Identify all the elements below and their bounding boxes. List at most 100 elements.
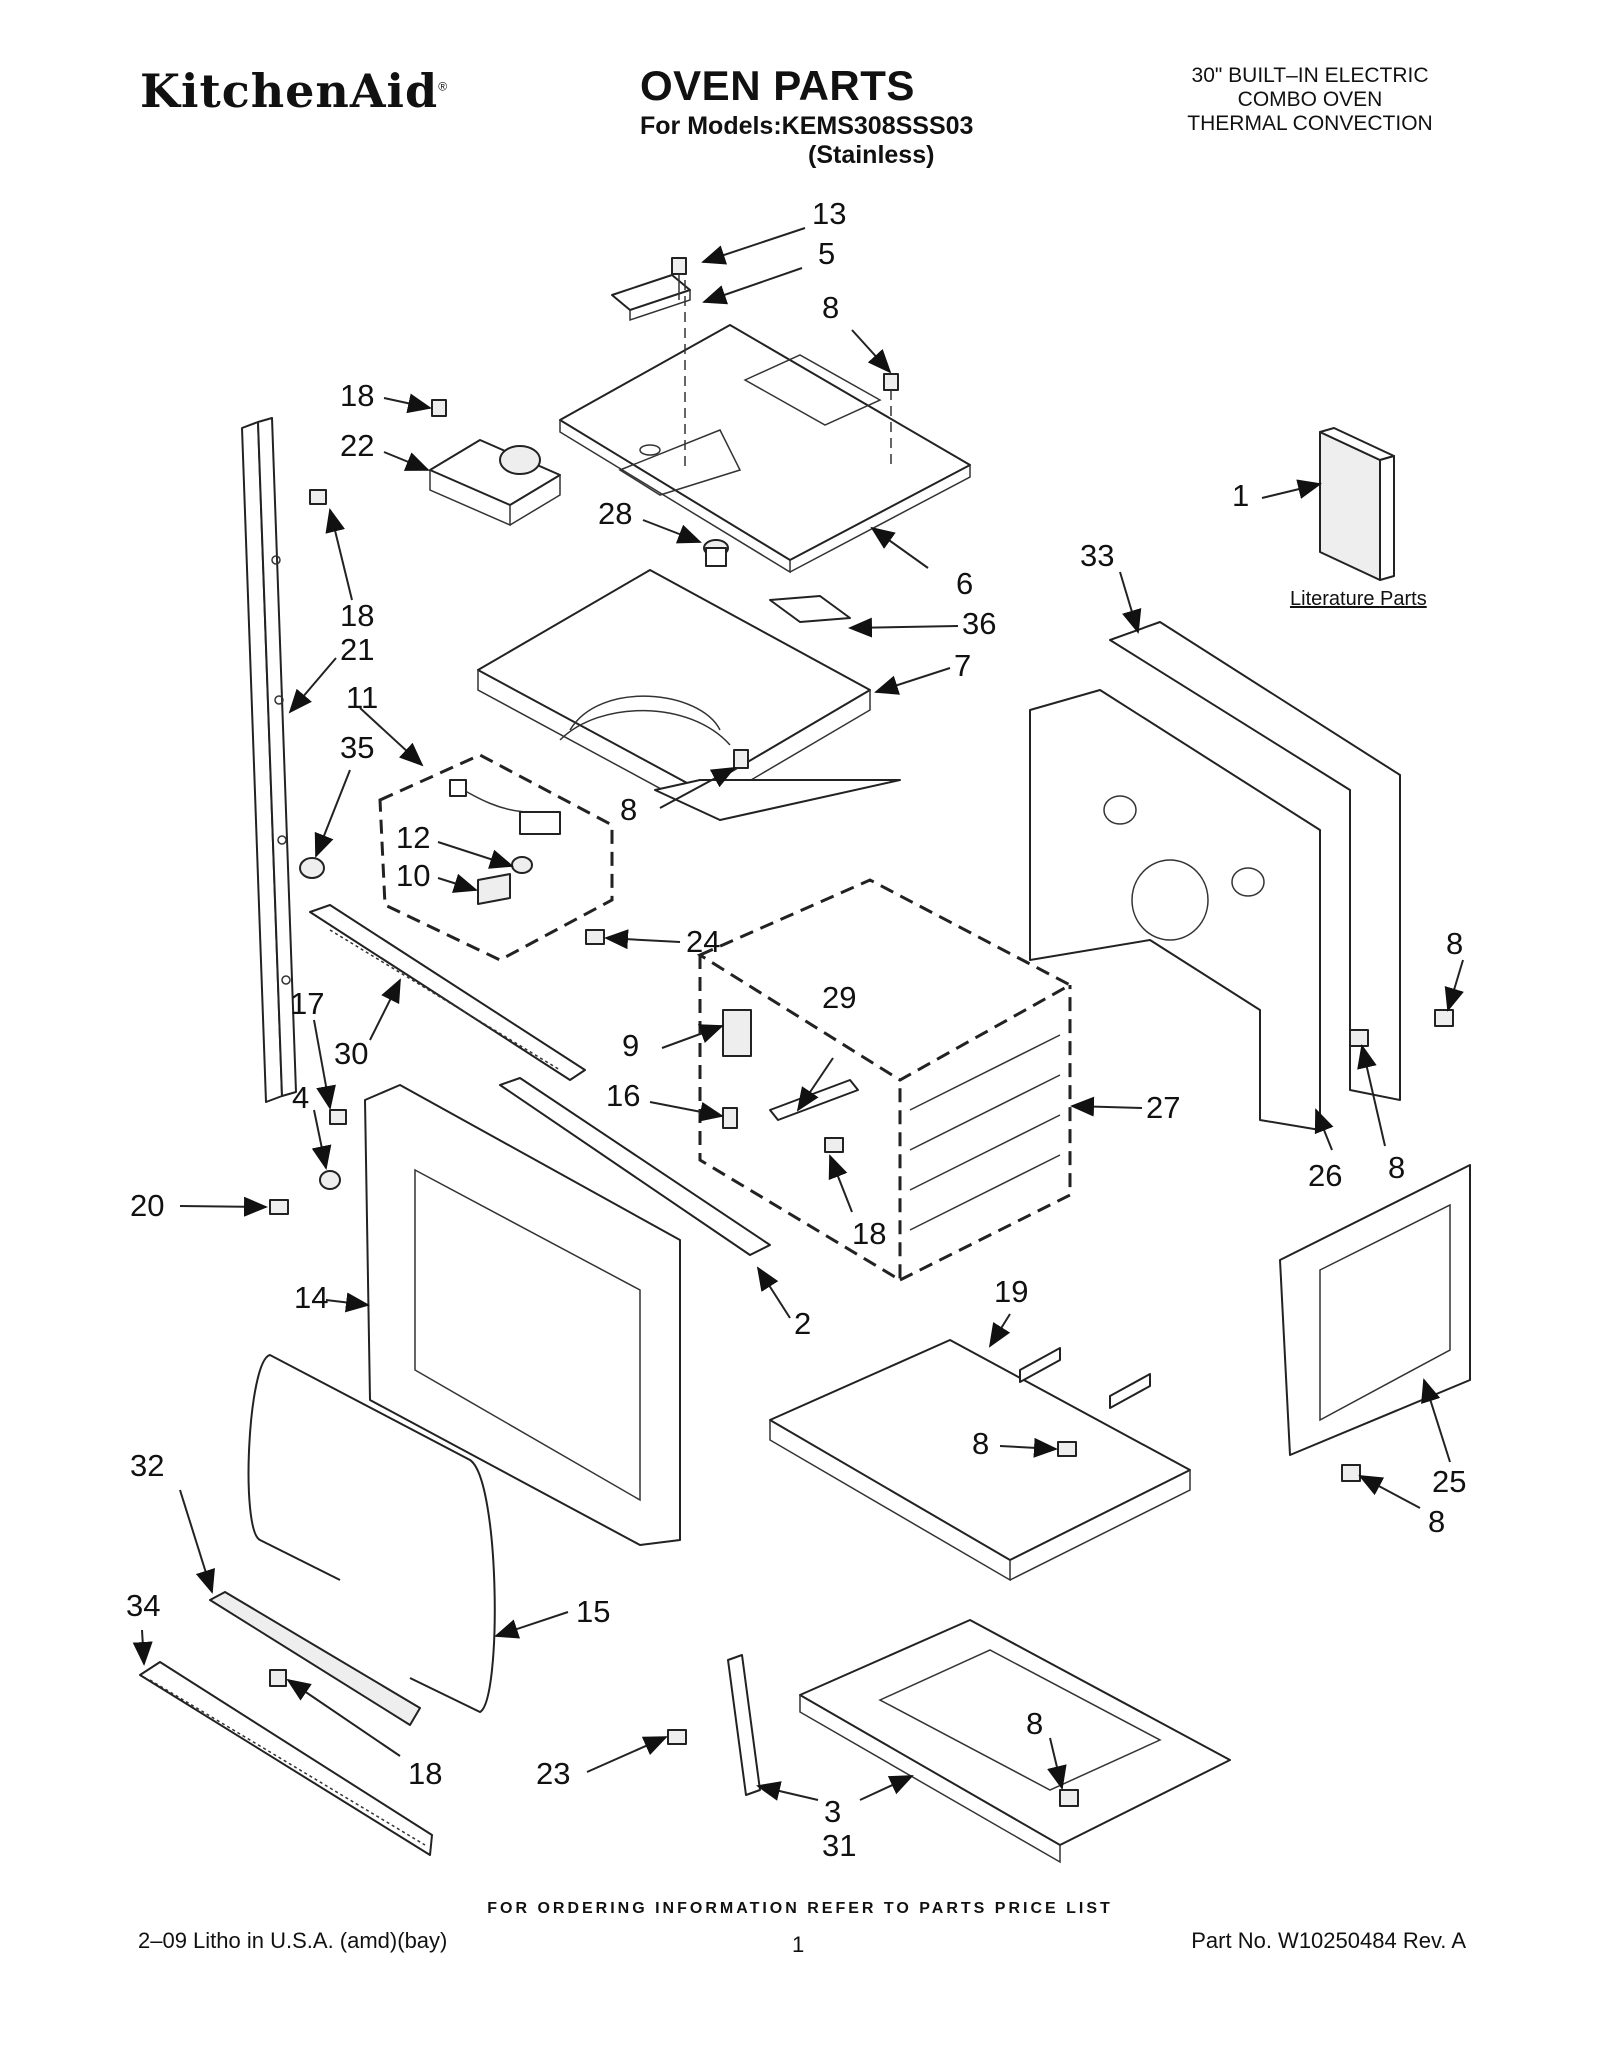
toe-kick-vent-part xyxy=(139,1661,433,1856)
callout-20: 20 xyxy=(130,1188,164,1223)
trim-strip-part xyxy=(499,1077,771,1256)
rear-cover-part xyxy=(1279,1164,1471,1456)
model-number: For Models:KEMS308SSS03 xyxy=(640,112,974,140)
callout-8: 8 xyxy=(1388,1150,1405,1185)
callout-30: 30 xyxy=(334,1036,368,1071)
callout-8: 8 xyxy=(1428,1504,1445,1539)
product-line-2: COMBO OVEN xyxy=(1237,88,1383,111)
literature-parts-label: Literature Parts xyxy=(1290,588,1427,610)
page-title: OVEN PARTS xyxy=(640,62,915,109)
mounting-bracket-part xyxy=(727,1654,761,1796)
callout-10: 10 xyxy=(396,858,430,893)
callout-24: 24 xyxy=(686,924,720,959)
screw-part xyxy=(667,1729,687,1745)
callout-16: 16 xyxy=(606,1078,640,1113)
callout-29: 29 xyxy=(822,980,856,1015)
screw-part xyxy=(269,1199,289,1215)
light-assembly-group xyxy=(378,753,614,962)
motor-bracket-part xyxy=(429,439,561,527)
side-trim-part xyxy=(241,417,297,1103)
oven-cavity-part xyxy=(696,878,1074,1283)
callout-19: 19 xyxy=(994,1274,1028,1309)
callout-15: 15 xyxy=(576,1594,610,1629)
callout-27: 27 xyxy=(1146,1090,1180,1125)
callout-34: 34 xyxy=(126,1588,160,1623)
callout-17: 17 xyxy=(290,986,324,1021)
callout-13: 13 xyxy=(812,196,846,231)
vent-grille-part xyxy=(309,904,586,1081)
part-number: Part No. W10250484 Rev. A xyxy=(1191,1928,1466,1953)
screw-part xyxy=(671,257,687,470)
screw-part xyxy=(883,373,899,470)
rear-panel-part xyxy=(1029,621,1401,1131)
callout-21: 21 xyxy=(340,632,374,667)
callout-numbers: 13 5 8 18 22 1 28 6 33 18 36 21 7 11 35 … xyxy=(126,196,1466,1863)
bracket-strip-part xyxy=(769,595,851,623)
callout-9: 9 xyxy=(622,1028,639,1063)
screw-part xyxy=(1349,1029,1369,1047)
callout-6: 6 xyxy=(956,566,973,601)
callout-8: 8 xyxy=(620,792,637,827)
thermal-sensor-part xyxy=(703,539,729,567)
screw-part xyxy=(309,489,327,505)
screw-part xyxy=(1057,1441,1077,1457)
callout-4: 4 xyxy=(292,1080,309,1115)
print-info: 2–09 Litho in U.S.A. (amd)(bay) xyxy=(138,1928,448,1953)
page-number: 1 xyxy=(792,1932,805,1957)
product-line-1: 30" BUILT–IN ELECTRIC xyxy=(1191,64,1429,87)
callout-18: 18 xyxy=(340,598,374,633)
callout-2: 2 xyxy=(794,1306,811,1341)
product-description: 30" BUILT–IN ELECTRIC COMBO OVEN THERMAL… xyxy=(1130,64,1490,136)
callout-28: 28 xyxy=(598,496,632,531)
callout-26: 26 xyxy=(1308,1158,1342,1193)
callout-23: 23 xyxy=(536,1756,570,1791)
screw-part xyxy=(1341,1464,1361,1482)
screw-part xyxy=(733,749,749,769)
callout-35: 35 xyxy=(340,730,374,765)
callout-8: 8 xyxy=(972,1426,989,1461)
callout-8: 8 xyxy=(822,290,839,325)
trim-strip-part xyxy=(209,1591,421,1726)
element-part xyxy=(722,1009,752,1057)
brand-logo: KitchenAid® xyxy=(140,64,448,118)
bottom-tray-part xyxy=(799,1619,1231,1864)
callout-31: 31 xyxy=(822,1828,856,1863)
callout-11: 11 xyxy=(346,680,378,715)
callout-8: 8 xyxy=(1026,1706,1043,1741)
callout-14: 14 xyxy=(294,1280,328,1315)
screw-part xyxy=(824,1137,844,1153)
screw-part xyxy=(431,399,447,417)
screw-part xyxy=(269,1669,287,1687)
front-frame-part xyxy=(364,1084,681,1546)
callout-12: 12 xyxy=(396,820,430,855)
screw-part xyxy=(1059,1789,1079,1807)
callout-18: 18 xyxy=(408,1756,442,1791)
callout-25: 25 xyxy=(1432,1464,1466,1499)
callout-leaders xyxy=(132,227,1464,1801)
callout-22: 22 xyxy=(340,428,374,463)
callout-33: 33 xyxy=(1080,538,1114,573)
screw-part xyxy=(329,1109,347,1125)
bottom-cover-part xyxy=(769,1339,1191,1582)
literature-booklet-part xyxy=(1319,427,1395,581)
registered-mark: ® xyxy=(438,79,449,94)
callout-18: 18 xyxy=(340,378,374,413)
grommet-part xyxy=(299,857,325,879)
callout-7: 7 xyxy=(954,648,971,683)
callout-18: 18 xyxy=(852,1216,886,1251)
callout-8: 8 xyxy=(1446,926,1463,961)
screw-part xyxy=(585,929,605,945)
door-gasket-part xyxy=(247,1353,496,1714)
callout-36: 36 xyxy=(962,606,996,641)
screw-part xyxy=(722,1107,738,1129)
brand-name: KitchenAid xyxy=(140,64,439,118)
washer-part xyxy=(319,1170,341,1190)
top-panel-part xyxy=(559,324,971,574)
callout-5: 5 xyxy=(818,236,835,271)
product-line-3: THERMAL CONVECTION xyxy=(1187,112,1433,135)
screw-part xyxy=(1434,1009,1454,1027)
trim-strip-part xyxy=(654,779,901,821)
oven-top-part xyxy=(477,569,871,812)
callout-1: 1 xyxy=(1232,478,1249,513)
